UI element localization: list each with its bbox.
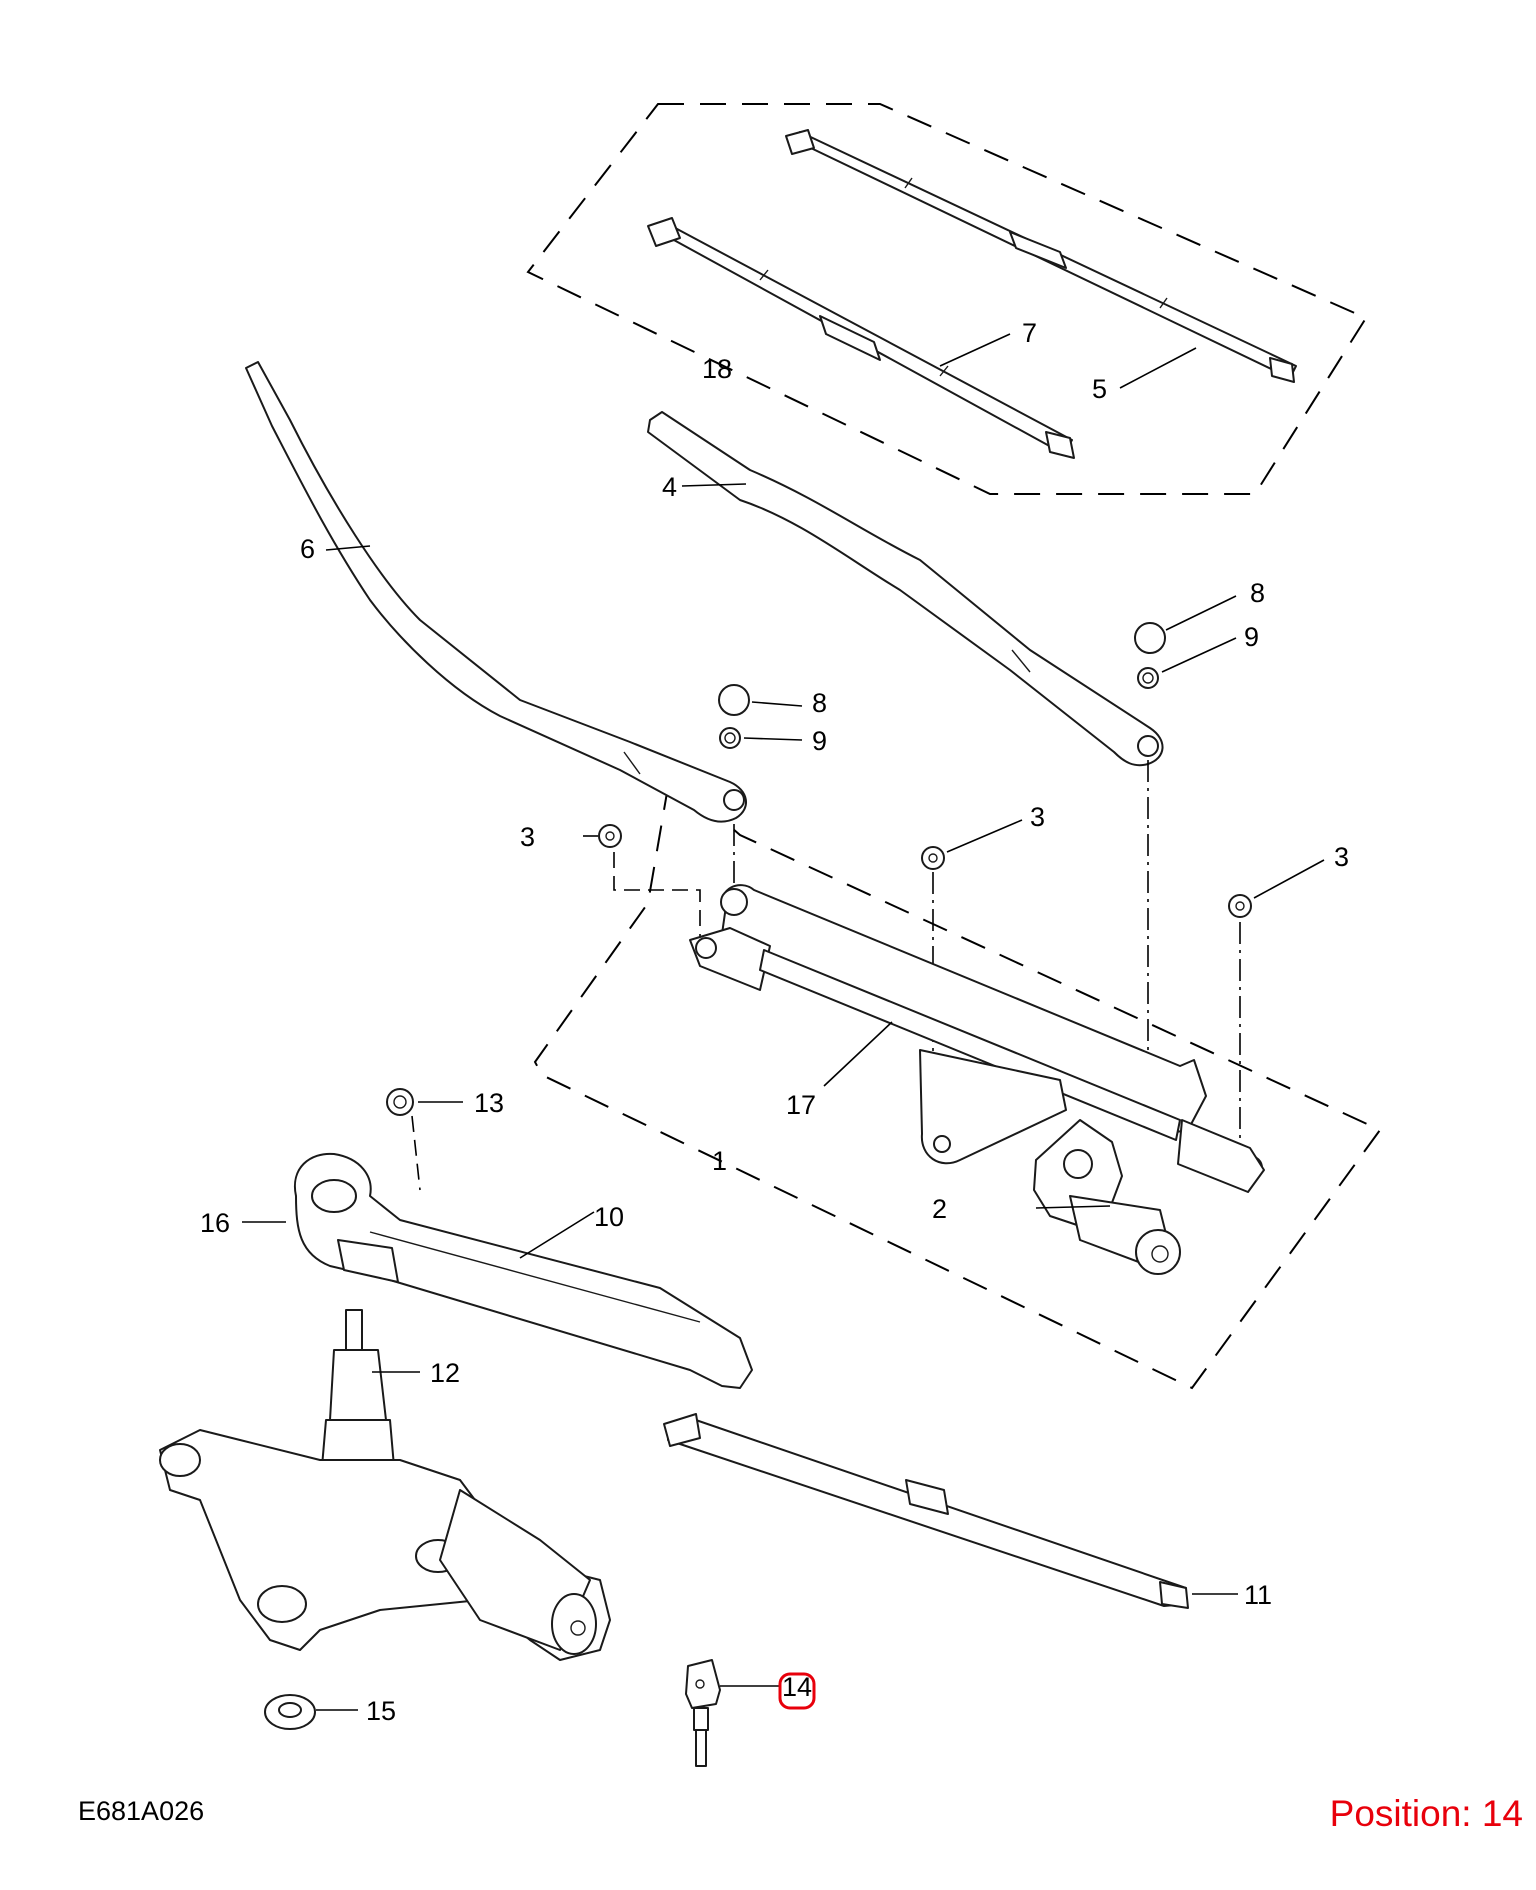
callout-13: 13 [474, 1088, 504, 1118]
callout-18: 18 [702, 354, 732, 384]
callout-14: 14 [782, 1672, 812, 1702]
rear-wiper-arm-10[interactable] [293, 1152, 753, 1389]
highlight-marker [778, 1672, 816, 1710]
callout-9-right: 9 [1244, 622, 1259, 652]
washer-nozzle-14[interactable] [685, 1659, 721, 1767]
cap-8-left[interactable] [718, 684, 750, 716]
bolt-3-right[interactable] [1228, 894, 1252, 918]
figure-id: E681A026 [78, 1796, 204, 1826]
wiper-motor-2[interactable] [1033, 1119, 1181, 1275]
callout-9-left: 9 [812, 726, 827, 756]
rear-wiper-motor-12[interactable] [159, 1309, 611, 1661]
wiper-linkage-17[interactable] [689, 884, 1265, 1193]
grommet-15[interactable] [264, 1694, 316, 1730]
nut-9-left[interactable] [719, 727, 741, 749]
wiper-arm-6[interactable] [245, 361, 747, 823]
callout-10: 10 [594, 1202, 624, 1232]
rear-wiper-blade-11[interactable] [663, 1413, 1189, 1609]
callout-3-middle: 3 [1030, 802, 1045, 832]
cap-8-right[interactable] [1134, 622, 1166, 654]
callout-12: 12 [430, 1358, 460, 1388]
nut-13[interactable] [386, 1088, 414, 1116]
wiper-blade-5[interactable] [785, 129, 1297, 383]
group-18-outline [526, 103, 1368, 495]
bolt-3-left[interactable] [598, 824, 622, 848]
position-label: Position: 14 [1330, 1793, 1523, 1834]
callout-7: 7 [1022, 318, 1037, 348]
callout-6: 6 [300, 534, 315, 564]
callout-2: 2 [932, 1194, 947, 1224]
callout-5: 5 [1092, 374, 1107, 404]
callouts: 1 2 3 3 3 4 5 6 7 8 8 9 9 10 11 12 13 14… [200, 318, 1349, 1726]
callout-8-right: 8 [1250, 578, 1265, 608]
callout-1: 1 [712, 1146, 727, 1176]
callout-15: 15 [366, 1696, 396, 1726]
callout-17: 17 [786, 1090, 816, 1120]
callout-4: 4 [662, 472, 677, 502]
group-1-outline [533, 773, 1382, 1390]
callout-3-right: 3 [1334, 842, 1349, 872]
wiper-blade-7[interactable] [647, 217, 1075, 459]
leader-lines [242, 333, 1325, 1711]
callout-3-left: 3 [520, 822, 535, 852]
callout-11: 11 [1244, 1580, 1272, 1610]
callout-8-left: 8 [812, 688, 827, 718]
callout-16: 16 [200, 1208, 230, 1238]
bolt-3-middle[interactable] [921, 846, 945, 870]
nut-9-right[interactable] [1137, 667, 1159, 689]
